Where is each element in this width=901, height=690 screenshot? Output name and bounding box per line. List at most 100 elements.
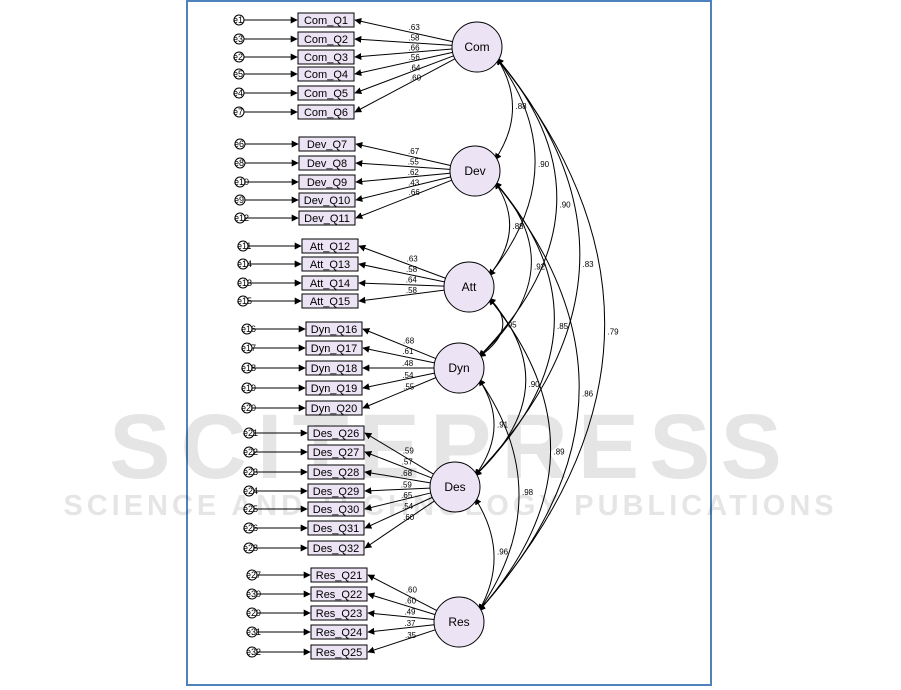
correlation-value: .96 xyxy=(497,548,509,557)
item-label: Dev_Q8 xyxy=(307,158,347,170)
error-label: e27 xyxy=(246,570,261,580)
correlation-value: .88 xyxy=(516,102,528,111)
item-label: Des_Q29 xyxy=(313,486,359,498)
error-label: e32 xyxy=(246,647,261,657)
factor-label: Des xyxy=(444,480,465,494)
error-label: e3 xyxy=(233,34,243,44)
factor-circle xyxy=(429,461,481,513)
item-box xyxy=(310,644,368,660)
item-label: Dyn_Q17 xyxy=(311,343,357,355)
item-label: Com_Q2 xyxy=(304,34,348,46)
indicator-com-q2: e3 Com_Q2 .58 xyxy=(233,31,453,47)
item-label: Com_Q4 xyxy=(304,69,348,81)
item-label: Com_Q1 xyxy=(304,15,348,27)
item-label: Dyn_Q18 xyxy=(311,363,357,375)
error-label: e24 xyxy=(243,486,258,496)
item-box xyxy=(298,155,356,171)
error-label: e23 xyxy=(243,467,258,477)
item-box xyxy=(301,238,359,254)
loading-value: .66 xyxy=(409,188,421,197)
loading-value: .60 xyxy=(410,74,422,83)
error-label: e2 xyxy=(233,52,243,62)
correlation-dev-res: .86 xyxy=(478,181,594,612)
loading-arrow xyxy=(364,469,431,484)
correlation-value: .95 xyxy=(506,321,518,330)
correlation-value: .86 xyxy=(582,390,594,399)
correlation-arc xyxy=(474,497,495,612)
correlation-arc xyxy=(478,378,520,612)
item-box xyxy=(307,444,365,460)
loading-value: .60 xyxy=(406,586,418,595)
item-label: Res_Q23 xyxy=(316,608,362,620)
loading-value: .58 xyxy=(408,34,420,43)
loading-arrow xyxy=(355,179,452,219)
factor-label: Dev xyxy=(464,164,485,178)
correlation-value: .91 xyxy=(497,421,509,430)
correlation-arc xyxy=(474,378,495,477)
error-label: e31 xyxy=(246,627,261,637)
loading-arrow xyxy=(358,289,445,304)
error-label: e28 xyxy=(243,543,258,553)
loading-arrow xyxy=(364,500,435,549)
loading-value: .65 xyxy=(401,491,413,500)
error-label: e14 xyxy=(237,259,252,269)
indicator-com-q4: e5 Com_Q4 .56 xyxy=(233,51,453,82)
loading-arrow xyxy=(358,279,445,287)
correlation-arcs: .88.90.90.83.79.88.92.85.86.95.90.89.91.… xyxy=(474,57,619,612)
correlation-arc xyxy=(474,297,527,477)
loading-value: .57 xyxy=(402,457,414,466)
error-label: e5 xyxy=(233,69,243,79)
loading-arrow xyxy=(354,35,453,46)
loading-value: .59 xyxy=(401,480,413,489)
item-label: Dyn_Q20 xyxy=(311,403,357,415)
item-box xyxy=(305,321,363,337)
item-box xyxy=(307,464,365,480)
error-label: e25 xyxy=(243,504,258,514)
loading-arrow xyxy=(364,451,432,479)
loading-value: .55 xyxy=(403,382,415,391)
loading-value: .56 xyxy=(409,53,421,62)
loading-arrow xyxy=(355,159,451,170)
error-label: e13 xyxy=(237,278,252,288)
factor-com: Com xyxy=(451,21,503,73)
item-label: Dev_Q9 xyxy=(307,177,347,189)
factor-circle xyxy=(433,342,485,394)
loading-arrow xyxy=(362,377,437,409)
loading-value: .68 xyxy=(403,336,415,345)
loading-value: .59 xyxy=(403,447,415,456)
loading-arrow xyxy=(364,487,431,495)
item-label: Dev_Q11 xyxy=(304,213,350,225)
loading-arrow xyxy=(354,55,454,95)
item-box xyxy=(307,425,365,441)
factor-dyn: Dyn xyxy=(433,342,485,394)
item-label: Dyn_Q19 xyxy=(311,383,357,395)
item-label: Des_Q32 xyxy=(313,543,359,555)
indicator-des-q29: e24 Des_Q29 .59 xyxy=(243,480,431,499)
correlation-value: .89 xyxy=(554,448,566,457)
loading-arrow xyxy=(367,610,435,621)
loading-value: .37 xyxy=(404,619,416,628)
item-box xyxy=(307,520,365,536)
item-box xyxy=(298,210,356,226)
loading-value: .62 xyxy=(408,168,420,177)
item-label: Res_Q22 xyxy=(316,589,362,601)
loading-arrow xyxy=(358,244,446,279)
error-label: e29 xyxy=(246,608,261,618)
correlation-value: .90 xyxy=(529,380,541,389)
item-box xyxy=(297,31,355,47)
